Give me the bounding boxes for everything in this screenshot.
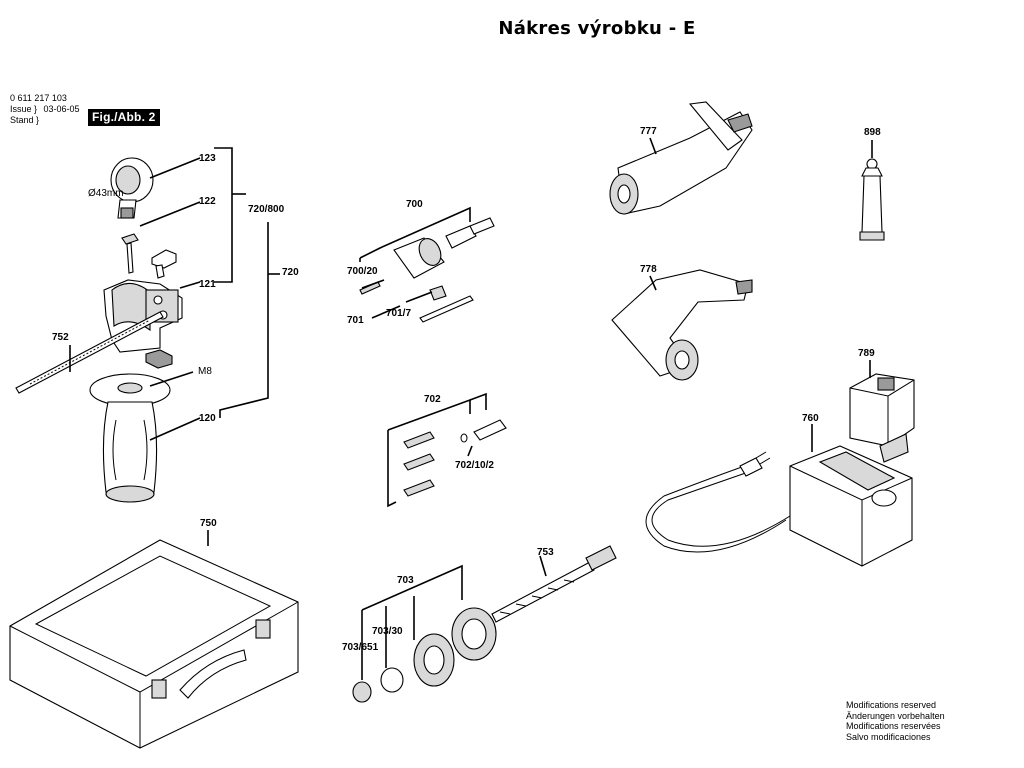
part-701-chuck-key xyxy=(419,285,474,323)
issue-date: 03-06-05 xyxy=(43,104,80,114)
figure-badge: Fig./Abb. 2 xyxy=(88,109,160,126)
label-753: 753 xyxy=(537,547,554,558)
part-753-drill-bit xyxy=(491,545,617,623)
label-121: 121 xyxy=(199,279,216,290)
label-701-7: 701/7 xyxy=(386,308,411,319)
label-703: 703 xyxy=(397,575,414,586)
document-meta: 0 611 217 103 Issue }03-06-05 Stand } xyxy=(10,93,80,125)
label-703-30: 703/30 xyxy=(372,626,403,637)
part-700-chuck xyxy=(359,217,495,295)
issue-label: Issue xyxy=(10,104,32,114)
label-702-10-2: 702/10/2 xyxy=(455,460,494,471)
part-nut xyxy=(145,349,173,369)
part-789-battery-pack xyxy=(849,373,915,463)
part-702-screwdriver-bits xyxy=(403,419,507,497)
label-720: 720 xyxy=(282,267,299,278)
part-number: 0 611 217 103 xyxy=(10,93,67,103)
label-777: 777 xyxy=(640,126,657,137)
part-778-angle-drill xyxy=(611,269,753,381)
label-120: 120 xyxy=(199,413,216,424)
label-m8: M8 xyxy=(198,366,212,377)
page-title: Nákres výrobku - E xyxy=(498,18,696,39)
part-123-clamp-ring xyxy=(110,157,154,219)
stand-label: Stand xyxy=(10,115,34,125)
label-702: 702 xyxy=(424,394,441,405)
label-703-651: 703/651 xyxy=(342,642,379,653)
label-789: 789 xyxy=(858,348,875,359)
label-701: 701 xyxy=(347,315,364,326)
part-703-rings xyxy=(352,607,497,703)
part-122-wing-screw xyxy=(121,233,139,274)
part-120-handle xyxy=(89,373,171,503)
part-898-grease-tube xyxy=(859,158,885,241)
part-777-angle-attachment xyxy=(609,101,753,215)
part-750-carrying-case xyxy=(9,539,299,749)
label-898: 898 xyxy=(864,127,881,138)
label-122: 122 xyxy=(199,196,216,207)
note-fr: Modifications reservées xyxy=(846,721,941,731)
label-760: 760 xyxy=(802,413,819,424)
label-700-20: 700/20 xyxy=(347,266,378,277)
note-es: Salvo modificaciones xyxy=(846,731,931,742)
note-de: Änderungen vorbehalten xyxy=(846,710,945,721)
label-750: 750 xyxy=(200,518,217,529)
part-760-power-cord xyxy=(645,451,791,553)
part-752-depth-rod xyxy=(15,311,164,394)
label-123: 123 xyxy=(199,153,216,164)
label-diameter: Ø43mm xyxy=(88,188,124,199)
note-en: Modifications reserved xyxy=(846,700,937,710)
label-778: 778 xyxy=(640,264,657,275)
label-752: 752 xyxy=(52,332,69,343)
label-700: 700 xyxy=(406,199,423,210)
modifications-notice: Modifications reserved Änderungen vorbeh… xyxy=(846,700,945,742)
part-760-charger xyxy=(789,445,913,567)
label-720-800: 720/800 xyxy=(248,204,285,215)
